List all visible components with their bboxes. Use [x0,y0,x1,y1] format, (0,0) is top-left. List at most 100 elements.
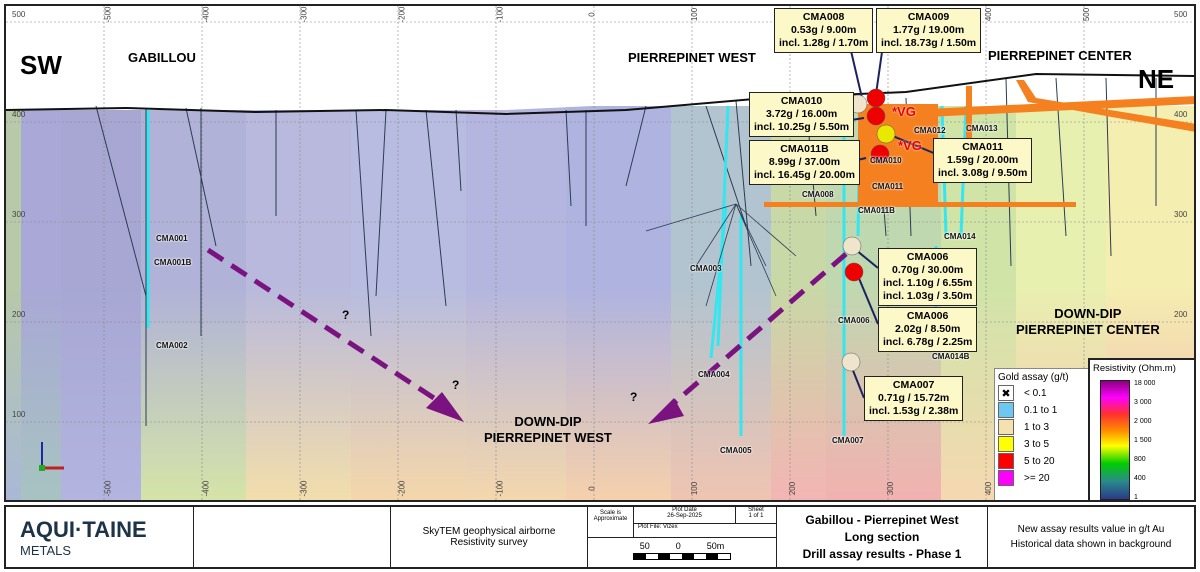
logo-sub: METALS [20,542,72,558]
y-tick-label: 400 [12,110,26,119]
color-swatch [998,470,1014,486]
x-tick-label: 200 [788,481,798,496]
x-tick-label: 500 [1082,7,1092,22]
callout-line: 1.77g / 19.00m [892,24,965,36]
y-tick-label: 400 [1174,110,1188,119]
downdip-arrow [664,252,848,412]
assay-sphere [876,124,896,144]
scale-tick: 50m [706,541,725,551]
color-swatch [998,436,1014,452]
callout-hole: CMA010 [780,95,823,107]
historical-drillhole [735,100,752,267]
x-tick-label: -100 [495,6,505,23]
callout-leader [855,249,879,269]
x-tick-label: 100 [690,481,700,496]
arrowhead [648,398,684,424]
assay-sphere [844,262,864,282]
resistivity-section [6,6,1194,500]
gold-legend-label: >= 20 [1024,472,1050,484]
resistivity-tick: 1 [1134,494,1138,501]
topography-line [6,72,1194,116]
x-tick-label: -500 [103,6,113,23]
question-mark: ? [452,378,460,392]
downdip-arrow [206,247,448,409]
gold-legend-label: < 0.1 [1024,387,1047,399]
drillhole-label: CMA007 [832,436,864,445]
gold-legend-title: Gold assay (g/t) [998,372,1069,383]
x-tick-label: -300 [299,480,309,497]
historical-drillhole [95,105,147,297]
gold-legend-label: 3 to 5 [1024,438,1050,450]
cma003-fan-hole [735,203,797,257]
downdip-line: DOWN-DIP [514,414,582,429]
callout-line: 0.53g / 9.00m [790,24,857,36]
callout-line: incl. 1.53g / 2.38m [869,405,959,417]
direction-ne: NE [1138,64,1175,94]
cma003-fan-hole [735,203,777,297]
question-mark: ? [630,390,638,404]
title-line: Gabillou - Pierrepinet West [805,512,959,527]
y-tick-label: 200 [1174,310,1188,319]
arrowhead [426,392,464,422]
drillhole-label: CMA011 [872,182,904,191]
resistivity-column [6,106,21,500]
callout-hole: CMA011B [780,143,829,155]
drillhole-label: CMA014 [944,232,976,241]
plot-date-value: 26-Sep-2025 [667,513,702,519]
downdip-line: DOWN-DIP [1054,306,1122,321]
gold-legend-item: 3 to 5 [998,436,1090,452]
drillhole-label: CMA002 [156,341,188,350]
direction-sw: SW [20,50,62,80]
callout-hole: CMA007 [892,379,935,391]
drillhole-label: CMA013 [966,124,998,133]
resistivity-tick: 18 000 [1134,380,1156,387]
long-section-map: SW NE GABILLOU PIERREPINET WEST PIERREPI… [4,4,1196,502]
x-tick-label: -400 [201,6,211,23]
callout-line: incl. 10.25g / 5.50m [754,121,850,133]
assay-sphere [870,144,890,164]
assay-sphere [866,106,886,126]
cma003-fan-hole [695,203,737,267]
resistivity-tick: 800 [1134,456,1146,463]
callout-line: incl. 1.03g / 3.50m [883,290,973,302]
y-tick-label: 200 [12,310,26,319]
new-drillhole [716,105,730,347]
callout-line: 8.99g / 37.00m [768,156,841,168]
plot-date-label: Plot Date [672,507,697,513]
drillhole-label: CMA001B [154,258,192,267]
scale-note: Scale is Approximate [588,507,634,537]
assay-sphere [866,88,886,108]
callout-line: incl. 16.45g / 20.00m [754,169,855,181]
x-tick-label: -400 [201,480,211,497]
x-tick-label: -200 [397,6,407,23]
callout-leader [857,275,879,325]
underground-drift [1016,80,1194,132]
callout-line: incl. 18.73g / 1.50m [881,37,977,49]
resistivity-column [21,106,61,500]
x-tick-label: 0 [587,486,597,491]
x-tick-label: -500 [103,480,113,497]
callout-leader [887,133,937,155]
drillhole-label: CMA012 [914,126,946,135]
logo-main: AQUI·TAINE [20,516,147,542]
resistivity-column [466,106,566,500]
resistivity-column [566,106,671,500]
gold-legend-label: 0.1 to 1 [1024,404,1058,416]
scale-tick: 50 [639,541,650,551]
y-tick-label: 500 [1174,10,1188,19]
callout-hole: CMA006 [906,310,949,322]
downdip-line: PIERREPINET WEST [484,430,612,445]
